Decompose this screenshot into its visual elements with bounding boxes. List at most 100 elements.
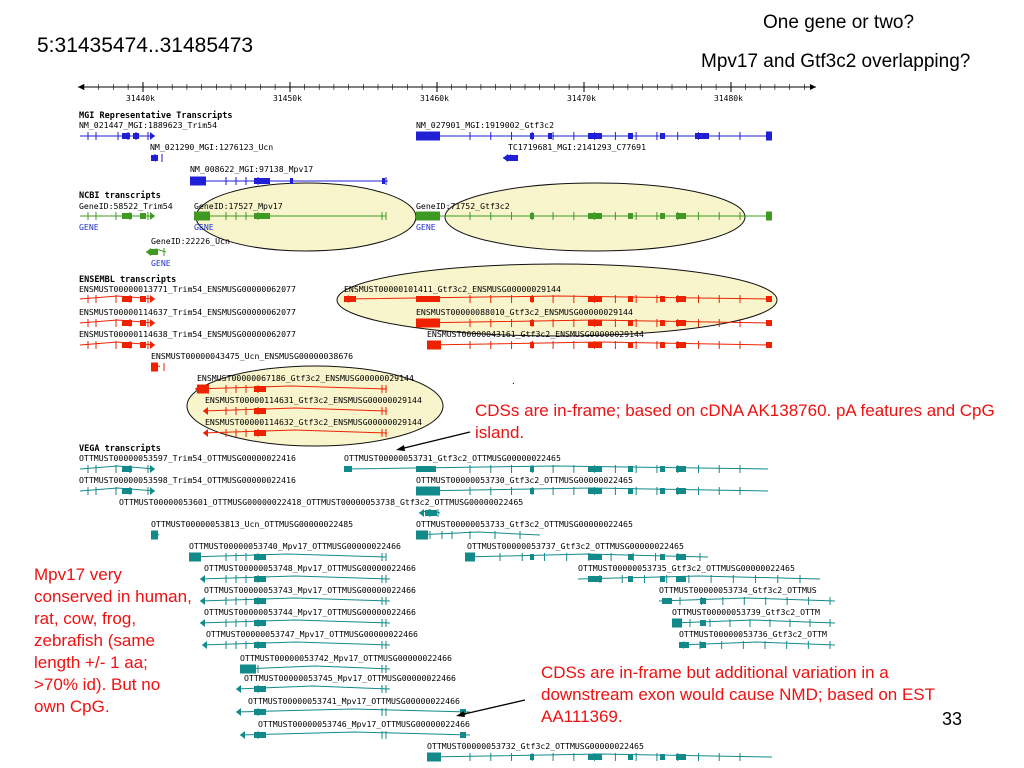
exon-block [660,488,665,494]
intron-line [464,553,709,558]
transcript-glyph [415,318,773,328]
intron-line [188,553,387,558]
exon-block [254,642,266,648]
transcript-glyph [415,530,541,540]
label-vega-v19: OTTMUST00000053745_Mpv17_OTTMUSG00000022… [244,673,456,683]
label-vega-v3: OTTMUST00000053598_Trim54_OTTMUSG0000002… [79,475,296,485]
label-ncbi-trim54: GeneID:58522_Trim54 [79,201,173,211]
exon-block [660,133,665,139]
exon-block [254,386,266,392]
note-cds-inframe: CDSs are in-frame; based on cDNA AK13876… [475,401,995,442]
label-vega-v6: OTTMUST00000053813_Ucn_OTTMUSG0000002248… [151,519,353,529]
exon-block [416,211,440,221]
label-vega-v7: OTTMUST00000053733_Gtf3c2_OTTMUSG0000002… [416,519,633,529]
ruler-tick-label: 31470k [567,94,596,103]
label-vega-v1: OTTMUST00000053597_Trim54_OTTMUSG0000002… [79,453,296,463]
transcript-glyph [577,575,821,583]
transcript-glyph [79,295,156,303]
exon-block [676,466,686,472]
exon-block [676,213,686,219]
gene-link: GENE [416,222,436,232]
transcript-glyph [658,597,836,605]
intron-line [199,597,391,602]
label-ens-5: ENSMUST00000101411_Gtf3c2_ENSMUSG0000002… [344,284,561,294]
exon-block [672,618,682,628]
exon-block [628,488,633,494]
strand-arrow [150,319,155,327]
strand-arrow [503,154,508,162]
label-ens-9: ENSMUST00000114631_Gtf3c2_ENSMUSG0000002… [205,395,422,405]
arrow-shaft [399,431,471,450]
label-vega-v20: OTTMUST00000053741_Mpv17_OTTMUSG00000022… [248,696,460,706]
intron-line [343,295,773,300]
strand-arrow [151,154,156,162]
transcript-glyph [415,486,769,496]
intron-line [202,429,388,434]
exon-block [508,155,518,161]
label-vega-v21: OTTMUST00000053746_Mpv17_OTTMUSG00000022… [258,719,470,729]
highlight-ellipse [336,263,778,337]
label-mgi-ucn: NM_021290_MGI:1276123_Ucn [150,142,273,152]
exon-block [700,598,706,604]
gene-link: GENE [194,222,214,232]
ruler-arrow-right [810,84,816,90]
label-ncbi-mpv17: GeneID:17527_Mpv17 [194,201,283,211]
strand-arrow [200,575,205,583]
exon-block [766,342,772,348]
exon-block [660,466,665,472]
transcript-glyph [188,552,387,562]
exon-block [660,342,665,348]
transcript-glyph [239,731,471,739]
exon-block [122,320,132,326]
strand-arrow [203,407,208,415]
exon-block [660,554,665,560]
exon-block [140,342,146,348]
section-title-ncbi: NCBI transcripts [79,190,161,201]
transcript-glyph [190,176,388,186]
exon-block [628,754,633,760]
transcript-glyph [145,248,167,256]
transcript-glyph [239,664,391,674]
transcript-glyph [150,154,163,162]
exon-block [628,320,633,326]
exon-block [254,598,266,604]
strand-arrow [146,248,151,256]
label-ens-10: ENSMUST00000114632_Gtf3c2_ENSMUSG0000002… [205,417,422,427]
ruler-tick-label: 31440k [126,94,155,103]
exon-block [240,664,256,674]
ruler-tick-label: 31450k [273,94,302,103]
transcript-glyph [343,465,769,473]
exon-block [628,466,633,472]
ruler-arrow-left [78,84,84,90]
exon-block [140,320,146,326]
exon-block [382,178,385,184]
exon-block [122,133,130,139]
exon-block [254,408,266,414]
exon-block [254,709,266,715]
exon-block [676,342,686,348]
exon-block [660,320,665,326]
strand-arrow [344,295,349,303]
intron-line [343,465,769,470]
strand-arrow [200,597,205,605]
transcript-glyph [199,619,391,627]
transcript-glyph [194,384,388,394]
label-mgi-trim54: NM_021447_MGI:1889623_Trim54 [79,120,217,130]
exon-block [660,213,665,219]
question-line-2: Mpv17 and Gtf3c2 overlapping? [701,51,971,72]
strand-arrow [419,509,424,517]
label-vega-v12: OTTMUST00000053743_Mpv17_OTTMUSG00000022… [204,585,416,595]
page-number: 33 [942,709,963,729]
intron-line [79,465,156,470]
exon-block [122,488,132,494]
section-title-ensembl: ENSEMBL transcripts [79,274,176,285]
exon-block [254,686,266,692]
exon-block [416,530,428,540]
exon-block [628,296,633,302]
exon-block [628,576,633,582]
exon-block [695,133,709,139]
intron-line [239,665,391,670]
transcript-glyph [416,211,772,221]
exon-block [254,178,270,184]
strand-arrow [203,429,208,437]
